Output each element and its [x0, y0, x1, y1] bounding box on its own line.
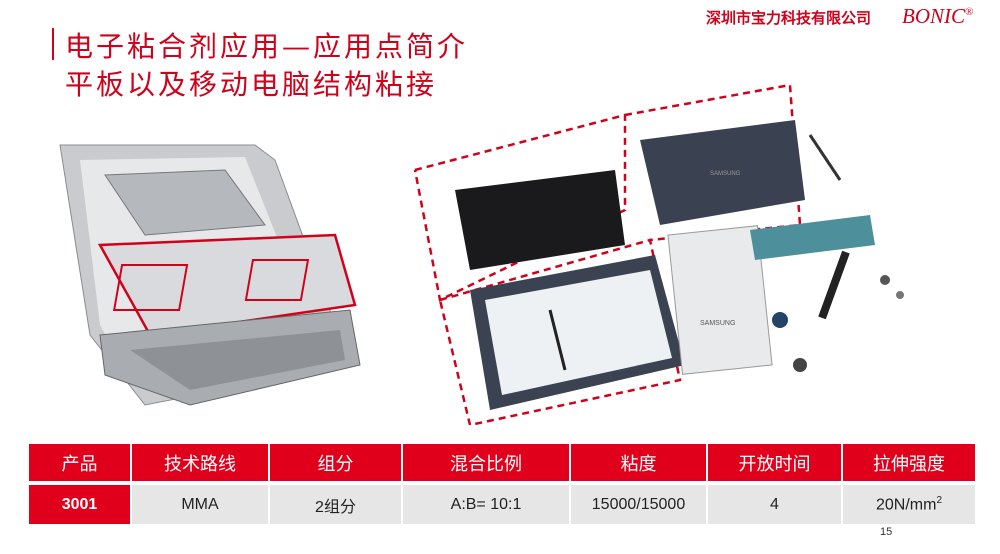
registered-mark: ® [965, 6, 974, 18]
laptop-exploded-image [59, 144, 361, 406]
header-mix-ratio: 混合比例 [403, 444, 569, 481]
header-product: 产品 [29, 444, 130, 481]
company-name: 深圳市宝力科技有限公司 [706, 10, 872, 27]
tablet-back-brand: SAMSUNG [710, 171, 741, 177]
cell-open-time: 4 [708, 485, 841, 524]
table-row: 3001 MMA 2组分 A:B= 10:1 15000/15000 4 20N… [29, 485, 975, 524]
header-components: 组分 [270, 444, 401, 481]
header-tensile-strength: 拉伸强度 [843, 444, 975, 481]
brand-text: BONIC [902, 4, 965, 28]
cell-product: 3001 [29, 485, 130, 524]
header-technology: 技术路线 [132, 444, 268, 481]
cell-viscosity: 15000/15000 [571, 485, 706, 524]
cell-technology: MMA [132, 485, 268, 524]
battery-brand: SAMSUNG [700, 320, 735, 327]
page-number: 15 [880, 526, 893, 538]
cell-mix-ratio: A:B= 10:1 [403, 485, 569, 524]
cell-tensile-strength: 20N/mm2 [843, 485, 975, 524]
header-open-time: 开放时间 [708, 444, 841, 481]
tensile-value: 20N/mm [875, 496, 937, 514]
tablet-components-image: SAMSUNG SAMSUNG [413, 83, 904, 425]
header-viscosity: 粘度 [571, 444, 706, 481]
product-spec-table: 产品 技术路线 组分 混合比例 粘度 开放时间 拉伸强度 3001 MMA 2组… [27, 440, 977, 528]
cell-components: 2组分 [270, 485, 401, 524]
title-accent-bar [52, 28, 54, 60]
page-title: 电子粘合剂应用—应用点简介 [65, 30, 469, 63]
tensile-superscript: 2 [936, 494, 942, 506]
brand-logo: BONIC® [902, 4, 973, 29]
page-subtitle: 平板以及移动电脑结构粘接 [65, 68, 438, 101]
table-header-row: 产品 技术路线 组分 混合比例 粘度 开放时间 拉伸强度 [29, 444, 975, 481]
